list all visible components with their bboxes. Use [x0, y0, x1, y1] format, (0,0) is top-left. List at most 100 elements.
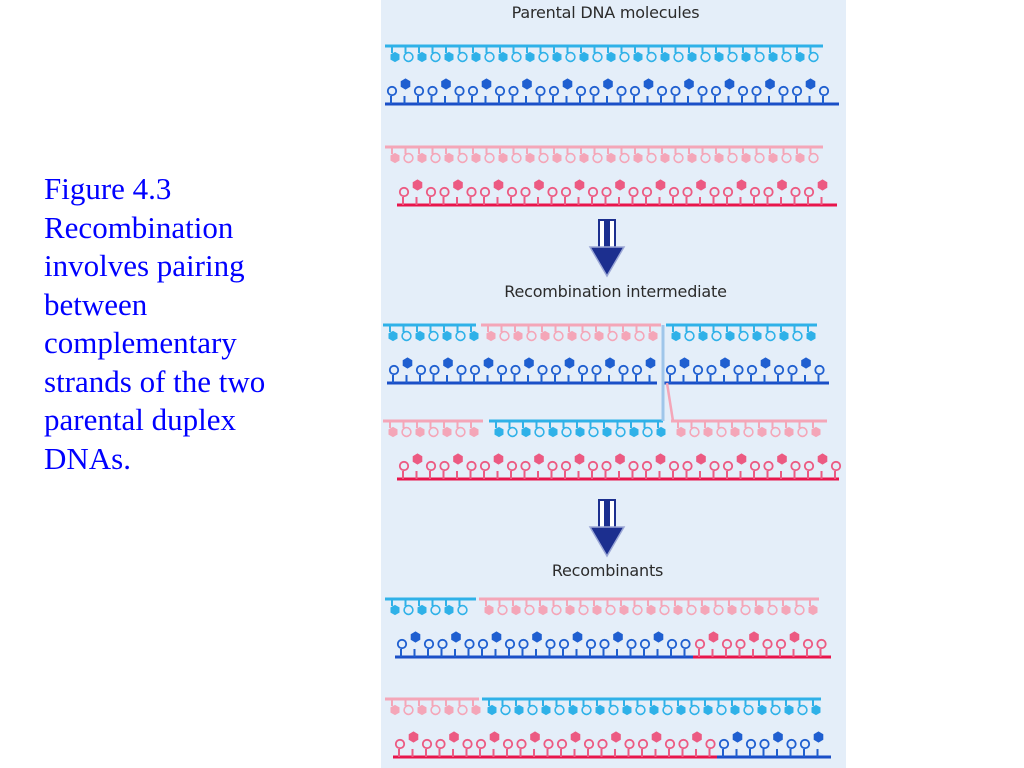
base-ring [511, 152, 522, 164]
base-hexagon [564, 357, 575, 369]
base-ring [560, 186, 572, 198]
base-ring [692, 364, 704, 376]
base-hexagon [730, 426, 740, 438]
base-ring [682, 186, 693, 198]
base-hexagon [633, 152, 643, 164]
base-ring [791, 85, 803, 97]
base-ring [543, 738, 554, 750]
base-ring [560, 460, 572, 472]
base-ring [547, 186, 558, 198]
base-ring [656, 85, 668, 97]
base-ring [664, 738, 676, 750]
base-hexagon [781, 604, 791, 616]
base-ring [680, 638, 691, 650]
base-ring [794, 604, 805, 616]
base-hexagon [801, 357, 811, 369]
base-hexagon [660, 152, 670, 164]
base-ring [721, 638, 733, 650]
base-ring [467, 85, 479, 97]
base-ring [632, 604, 643, 616]
base-hexagon [679, 357, 690, 369]
base-ring [401, 426, 412, 438]
base-ring [439, 460, 450, 472]
base-ring [534, 426, 545, 438]
base-ring [634, 330, 645, 342]
base-ring [413, 85, 425, 97]
base-hexagon [451, 631, 461, 643]
base-ring [580, 330, 591, 342]
base-ring [496, 364, 508, 376]
base-ring [589, 85, 600, 97]
base-ring [626, 638, 637, 650]
base-hexagon [651, 731, 662, 743]
base-hexagon [768, 51, 778, 63]
base-ring [457, 604, 468, 616]
base-hexagon [605, 357, 615, 369]
base-ring [403, 604, 414, 616]
base-ring [749, 460, 761, 472]
base-hexagon [541, 704, 551, 716]
base-hexagon [698, 330, 708, 342]
base-ring [527, 704, 538, 716]
base-ring [705, 738, 716, 750]
base-ring [556, 738, 568, 750]
base-ring [662, 704, 673, 716]
base-ring [403, 152, 414, 164]
base-ring [641, 460, 653, 472]
base-ring [430, 604, 441, 616]
base-ring [511, 51, 522, 63]
base-hexagon [714, 51, 724, 63]
recombination-diagram: Parental DNA molecules Recombination int… [381, 0, 846, 768]
base-ring [803, 186, 815, 198]
base-hexagon [795, 51, 805, 63]
caption-line: involves pairing [44, 248, 245, 283]
base-ring [722, 186, 734, 198]
base-ring [773, 364, 785, 376]
base-ring [799, 738, 811, 750]
down-arrow-icon [588, 499, 626, 558]
caption-line: Figure 4.3 [44, 171, 172, 206]
base-ring [700, 51, 711, 63]
recombinant-duplex-top [385, 597, 831, 659]
base-ring [722, 460, 734, 472]
base-hexagon [572, 631, 583, 643]
base-hexagon [732, 731, 743, 743]
base-hexagon [725, 330, 735, 342]
base-hexagon [415, 426, 425, 438]
base-ring [727, 152, 738, 164]
base-hexagon [390, 152, 400, 164]
base-ring [743, 426, 754, 438]
base-hexagon [643, 78, 654, 90]
base-ring [778, 85, 789, 97]
base-ring [428, 330, 439, 342]
base-ring [713, 604, 724, 616]
base-ring [401, 330, 412, 342]
caption-line: Recombination [44, 209, 234, 245]
base-ring [700, 152, 711, 164]
base-hexagon [741, 152, 751, 164]
base-ring [781, 152, 792, 164]
base-ring [507, 426, 518, 438]
base-ring [642, 426, 653, 438]
base-hexagon [471, 152, 481, 164]
base-hexagon [521, 426, 531, 438]
base-hexagon [708, 631, 719, 643]
base-ring [605, 604, 616, 616]
base-ring [816, 638, 827, 650]
stage-label-recombinants: Recombinants [551, 561, 664, 580]
base-ring [670, 85, 681, 97]
base-hexagon [595, 704, 605, 716]
base-hexagon [817, 453, 828, 465]
base-ring [716, 426, 727, 438]
base-hexagon [567, 330, 577, 342]
base-hexagon [622, 704, 632, 716]
base-hexagon [494, 426, 504, 438]
base-ring [678, 738, 689, 750]
base-ring [740, 604, 751, 616]
base-ring [588, 426, 599, 438]
base-ring [430, 704, 441, 716]
base-ring [716, 704, 727, 716]
base-hexagon [444, 51, 454, 63]
base-ring [718, 738, 730, 750]
base-ring [508, 85, 519, 97]
